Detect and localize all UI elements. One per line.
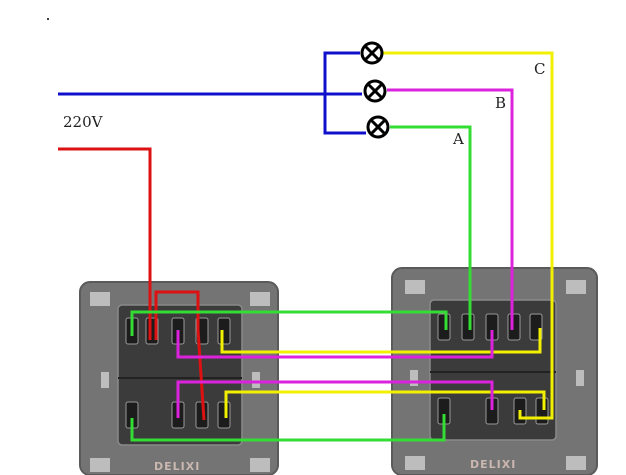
live-wire bbox=[58, 147, 152, 340]
live-wire-loop bbox=[154, 290, 206, 421]
mount-tab bbox=[90, 292, 110, 306]
wire-line-a-top bbox=[130, 310, 448, 336]
terminal bbox=[217, 401, 231, 429]
line-b-label: B bbox=[495, 94, 507, 112]
mount-slot bbox=[101, 372, 109, 388]
left-switch-brand: DELIXI bbox=[154, 460, 201, 473]
wire-line-b bbox=[387, 88, 514, 330]
line-c-label: C bbox=[534, 60, 546, 78]
speck bbox=[47, 18, 49, 20]
voltage-label: 220V bbox=[63, 113, 103, 131]
lamp-icon bbox=[366, 115, 390, 139]
wire-line-b-bottom bbox=[176, 380, 494, 418]
wire-line-b-top bbox=[176, 330, 494, 359]
right-switch bbox=[391, 267, 598, 475]
wire-line-c-top bbox=[220, 328, 542, 354]
right-switch-brand: DELIXI bbox=[470, 458, 517, 471]
lamp-icon bbox=[363, 79, 387, 103]
wire-line-c bbox=[383, 51, 554, 420]
mount-slot bbox=[252, 372, 260, 388]
mount-tab bbox=[250, 458, 270, 472]
wire-line-a bbox=[390, 125, 472, 330]
mount-slot bbox=[576, 370, 584, 386]
mount-tab bbox=[566, 456, 586, 470]
mount-tab bbox=[566, 280, 586, 294]
terminal bbox=[507, 313, 521, 341]
line-a-label: A bbox=[453, 130, 464, 148]
mount-tab bbox=[90, 458, 110, 472]
terminal bbox=[437, 313, 451, 341]
lamp-icon bbox=[360, 41, 384, 65]
mount-slot bbox=[410, 370, 418, 386]
wire-line-c-bottom bbox=[224, 390, 546, 418]
mount-tab bbox=[405, 456, 425, 470]
terminal bbox=[535, 397, 549, 425]
mount-tab bbox=[250, 292, 270, 306]
wire-line-a-bottom bbox=[130, 414, 446, 442]
terminal bbox=[217, 317, 231, 345]
terminal bbox=[461, 313, 475, 341]
mount-tab bbox=[405, 280, 425, 294]
